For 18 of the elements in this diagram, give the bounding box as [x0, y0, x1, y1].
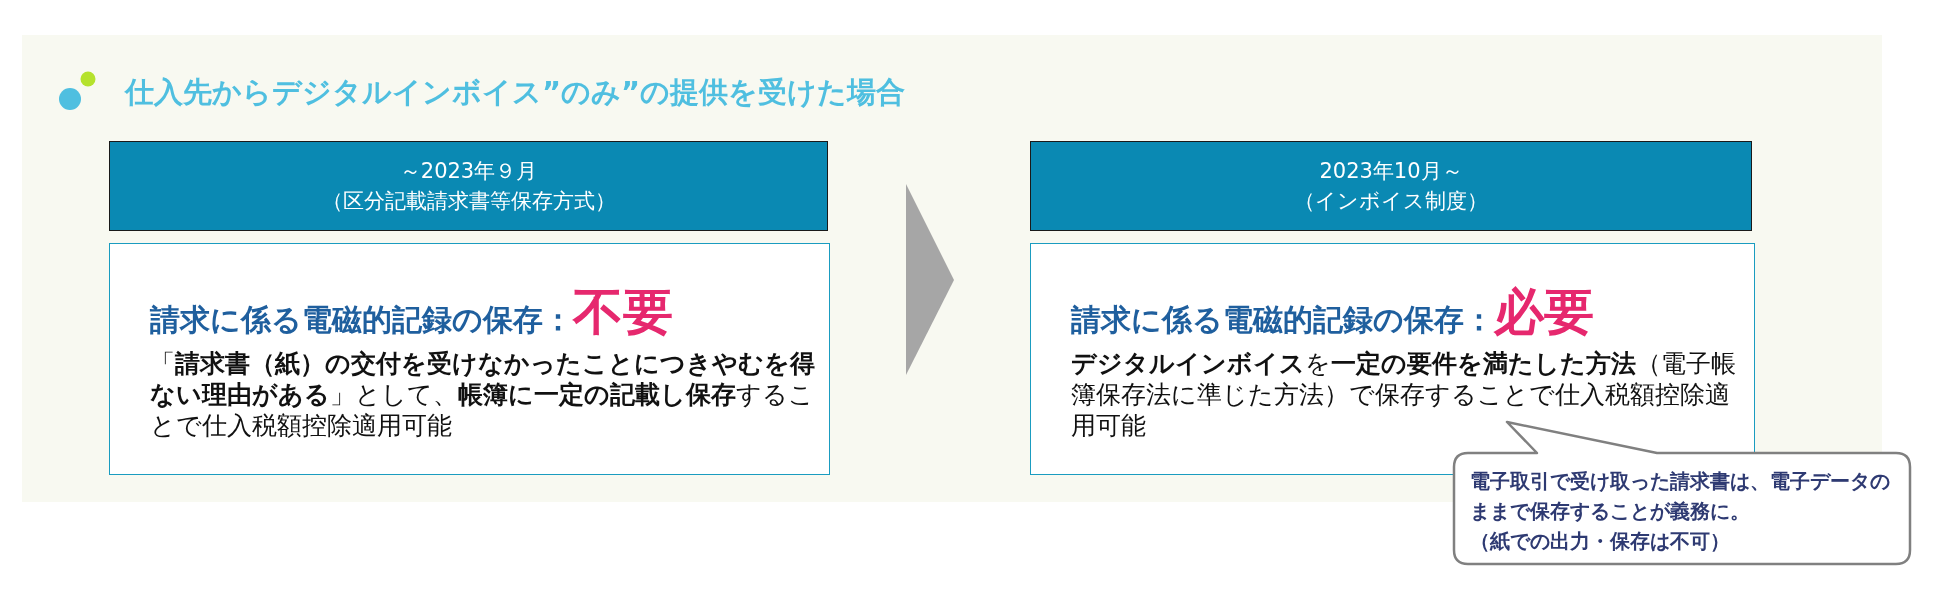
- status-label: 不要: [573, 284, 673, 340]
- period-header-box: [109, 141, 828, 231]
- system-label: （区分記載請求書等保存方式）: [321, 188, 616, 215]
- callout-note: （紙での出力・保存は不可）: [1470, 529, 1731, 555]
- period-label: 2023年10月～: [1319, 158, 1463, 185]
- speech-bubble: [1452, 420, 1912, 566]
- period-label: ～2023年９月: [399, 158, 538, 185]
- title: 仕入先からデジタルインボイス”のみ”の提供を受けた場合: [125, 74, 906, 111]
- callout-text: 電子取引で受け取った請求書は、電子データのままで保存することが義務に。: [1470, 469, 1891, 525]
- period-header-box: [1030, 141, 1752, 231]
- heading: 請求に係る電磁的記録の保存：: [1071, 302, 1494, 339]
- chevron-arrow: [906, 184, 954, 375]
- content-box: [109, 243, 830, 475]
- heading: 請求に係る電磁的記録の保存：: [150, 302, 573, 339]
- system-label: （インボイス制度）: [1294, 188, 1488, 215]
- status-label: 必要: [1494, 284, 1594, 340]
- description: デジタルインボイスを一定の要件を満たした方法（電子帳簿保存法に準じた方法）で保存することで仕入税額控除適用可能: [1071, 348, 1737, 441]
- description: 「請求書（紙）の交付を受けなかったことにつきやむを得ない理由がある」として、帳簿に一定の記載し保存することで仕入税額控除適用可能: [150, 348, 816, 441]
